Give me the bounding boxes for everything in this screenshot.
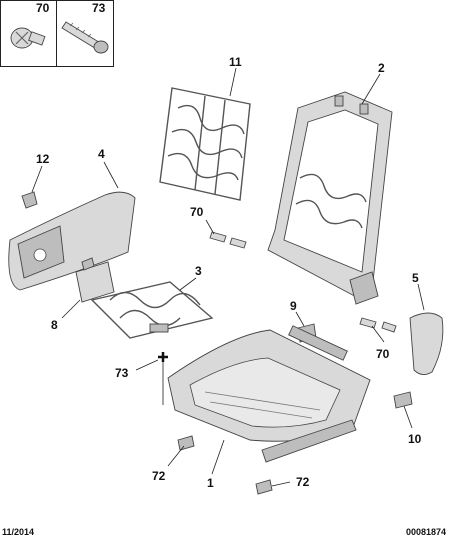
bolt-icon (61, 21, 109, 54)
callout-2: 2 (378, 61, 385, 75)
callout-72-left: 72 (152, 469, 166, 483)
foot-pad-72-left (177, 435, 195, 451)
cushion-wire-springs (90, 281, 214, 339)
seat-base-frame (167, 325, 371, 463)
side-trim-panel (8, 191, 136, 291)
callout-8: 8 (51, 318, 58, 332)
seat-back-frame (267, 91, 393, 305)
callout-10: 10 (408, 432, 422, 446)
callout-72-bottom: 72 (296, 475, 310, 489)
clip-10 (393, 391, 413, 409)
legend-label-70: 70 (36, 1, 50, 15)
leader-lines (31, 67, 425, 487)
callout-3: 3 (195, 264, 202, 278)
side-cover (409, 312, 444, 375)
callout-1: 1 (207, 476, 214, 490)
legend-label-73: 73 (92, 1, 106, 15)
clip-12 (21, 191, 38, 209)
callout-70-lower: 70 (376, 347, 390, 361)
foot-pad-72-bottom (255, 479, 273, 495)
date-code: 11/2014 (2, 527, 35, 537)
bolt-73-marker (158, 352, 168, 362)
screw-icon (10, 27, 46, 49)
callout-12: 12 (36, 152, 50, 166)
callout-73: 73 (115, 366, 129, 380)
reference-code: 00081874 (405, 527, 446, 537)
screws-70-upper (209, 231, 247, 249)
fastener-legend-box: 70 73 (0, 0, 114, 67)
control-module (75, 257, 115, 303)
callout-4: 4 (98, 147, 105, 161)
callout-5: 5 (412, 271, 419, 285)
callout-11: 11 (229, 55, 242, 69)
callout-70-upper: 70 (190, 205, 204, 219)
callout-9: 9 (290, 299, 297, 313)
wire-spring-mat (159, 87, 251, 201)
screws-70-lower (359, 317, 397, 333)
